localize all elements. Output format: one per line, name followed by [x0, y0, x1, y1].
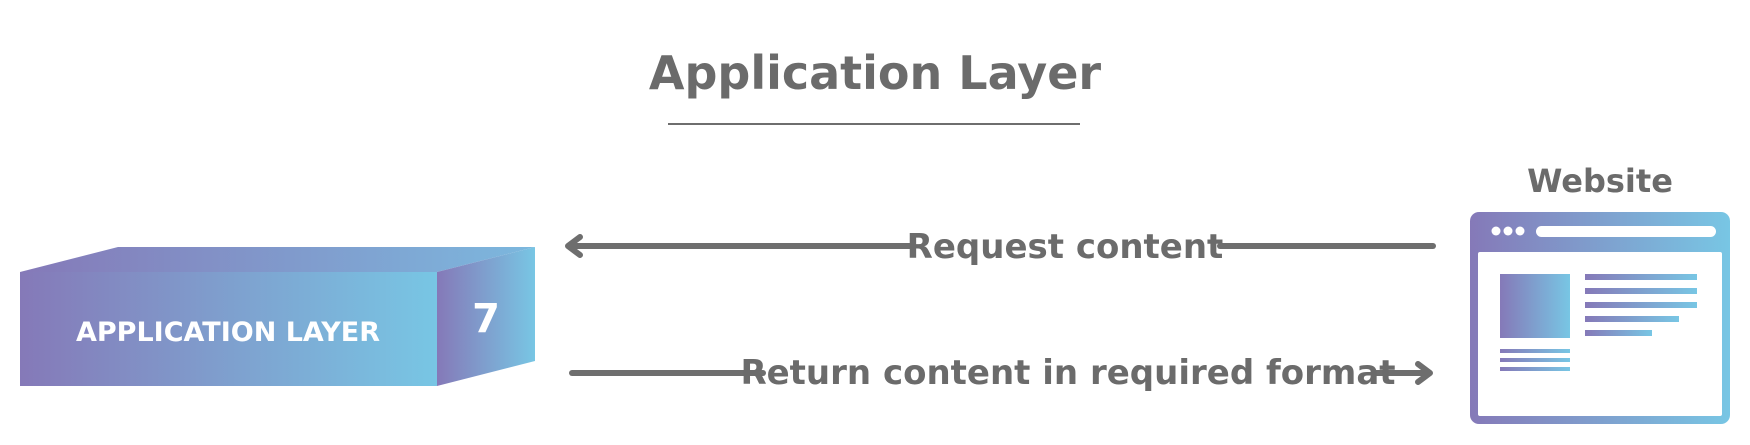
request-label: Request content [907, 227, 1224, 267]
response-label: Return content in required format [740, 353, 1395, 393]
browser-image-block [1500, 274, 1570, 338]
website-browser-icon [1470, 212, 1730, 424]
request-arrow: Request content [565, 227, 1436, 267]
box-label: APPLICATION LAYER [76, 317, 380, 348]
arrow-right-icon [1415, 361, 1433, 385]
box-layer-number: 7 [472, 296, 500, 342]
arrow-left-icon [565, 234, 583, 258]
application-layer-box: APPLICATION LAYER 7 [20, 247, 535, 386]
box-top-face [20, 247, 535, 272]
website-label: Website [1527, 162, 1673, 200]
box-side-face [437, 247, 535, 386]
diagram-title: Application Layer [649, 46, 1102, 100]
browser-text-lines [1585, 274, 1697, 336]
box-front-face [20, 272, 437, 386]
browser-caption-lines [1500, 349, 1570, 371]
response-arrow: Return content in required format [569, 353, 1433, 393]
